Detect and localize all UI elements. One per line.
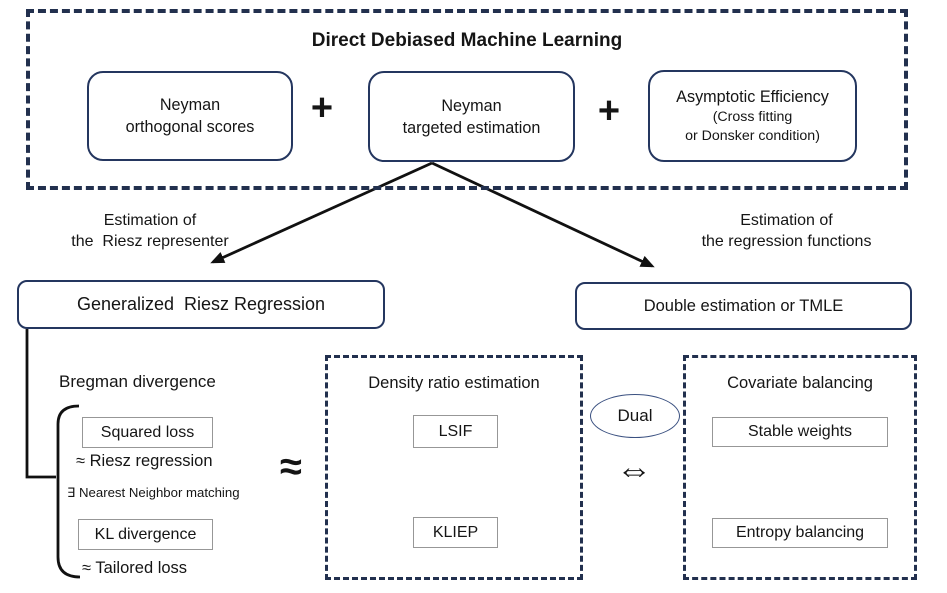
generalized-riesz-regression-box: Generalized Riesz Regression [17,280,385,329]
box-line: or Donsker condition) [685,128,820,144]
box-line: (Cross fitting [712,109,793,125]
riesz-representer-label: Estimation of the Riesz representer [28,211,272,252]
dual-equivalence-arrow: ⇔ [616,449,652,490]
density-ratio-title: Density ratio estimation [368,374,540,392]
squared-loss-box: Squared loss [82,417,213,448]
covariate-balancing-container: Covariate balancing [683,355,917,580]
double-estimation-tmle-box: Double estimation or TMLE [575,282,912,330]
nearest-neighbor-note: ∃ Nearest Neighbor matching [67,485,240,500]
density-ratio-estimation-container: Density ratio estimation [325,355,583,580]
box-line: LSIF [438,422,473,440]
box-line: targeted estimation [402,118,541,137]
asymptotic-efficiency-box: Asymptotic Efficiency (Cross fitting or … [648,70,857,162]
box-line: Double estimation or TMLE [643,296,844,315]
label-line: Estimation of [103,212,197,229]
box-line: KL divergence [94,525,197,543]
kl-divergence-box: KL divergence [78,519,213,550]
tailored-loss-note: ≈ Tailored loss [82,559,188,577]
approx-equivalence-symbol: ≈ [280,445,302,489]
regression-functions-label: Estimation of the regression functions [664,211,909,252]
direct-dml-container: Direct Debiased Machine Learning [26,9,908,190]
label-line: the regression functions [701,232,872,250]
dual-label: Dual [617,406,653,425]
dual-oval: Dual [590,394,680,438]
box-line: Neyman [441,96,502,115]
box-line: KLIEP [432,523,479,541]
neyman-orthogonal-scores-box: Neyman orthogonal scores [87,71,293,161]
box-line: Generalized Riesz Regression [76,294,326,314]
box-line: orthogonal scores [125,118,255,136]
box-line: Squared loss [100,423,195,441]
box-line: Asymptotic Efficiency [676,88,829,106]
kliep-box: KLIEP [413,517,498,548]
covariate-balancing-title: Covariate balancing [727,374,873,392]
riesz-regression-note: ≈ Riesz regression [76,452,213,470]
stable-weights-box: Stable weights [712,417,888,447]
lsif-box: LSIF [413,415,498,448]
box-line: Neyman [159,96,221,114]
label-line: Estimation of [740,212,833,229]
label-line: the Riesz representer [71,232,229,250]
box-line: Entropy balancing [735,524,865,541]
bregman-divergence-heading: Bregman divergence [59,372,216,391]
plus-sign-1: + [310,87,334,129]
neyman-targeted-estimation-box: Neyman targeted estimation [368,71,575,162]
plus-sign-2: + [597,90,621,132]
box-line: Stable weights [747,423,853,440]
diagram-title: Direct Debiased Machine Learning [311,30,623,51]
entropy-balancing-box: Entropy balancing [712,518,888,548]
riesz-to-bracket-connector [25,329,56,479]
